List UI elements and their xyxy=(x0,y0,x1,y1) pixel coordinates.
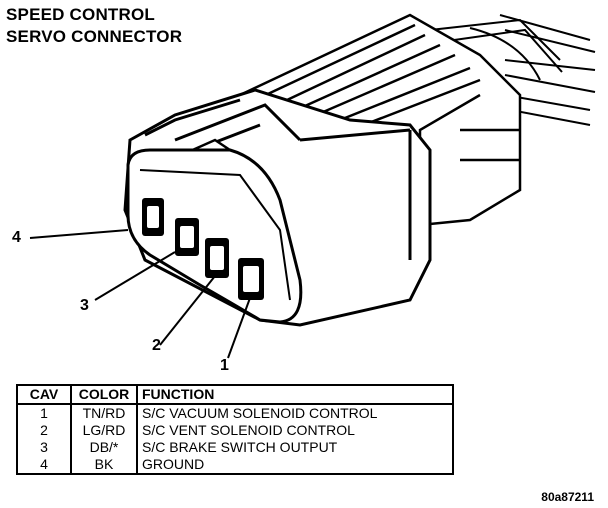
header-cav: CAV xyxy=(17,385,72,405)
figure-id: 80a87211 xyxy=(541,490,594,504)
leader-4 xyxy=(29,229,129,239)
cell-function: GROUND xyxy=(142,456,205,472)
diagram-title: SPEED CONTROL SERVO CONNECTOR xyxy=(6,4,182,48)
leader-1 xyxy=(227,297,251,359)
cell-color: LG/RD xyxy=(71,422,138,439)
cavity-4 xyxy=(142,198,164,236)
cell-function: S/C VENT SOLENOID CONTROL xyxy=(142,422,355,438)
wire-bundle xyxy=(429,14,596,126)
cell-cav: 3 xyxy=(17,439,72,456)
callout-4: 4 xyxy=(12,229,21,246)
header-function: FUNCTION xyxy=(137,385,453,405)
leader-2 xyxy=(159,275,216,346)
cell-color: TN/RD xyxy=(71,404,138,422)
table-row: 1 TN/RD S/C VACUUM SOLENOID CONTROL xyxy=(17,404,453,422)
table-row: 3 DB/* S/C BRAKE SWITCH OUTPUT xyxy=(17,439,453,456)
connector-illustration xyxy=(29,13,596,359)
header-color: COLOR xyxy=(71,385,138,405)
cell-function: S/C VACUUM SOLENOID CONTROL xyxy=(142,405,378,421)
table-row: 2 LG/RD S/C VENT SOLENOID CONTROL xyxy=(17,422,453,439)
pinout-table: CAV COLOR FUNCTION 1 TN/RD S/C VACUUM SO… xyxy=(16,384,454,475)
table-row: 4 BK GROUND xyxy=(17,456,453,474)
callout-3: 3 xyxy=(80,297,89,314)
cell-color: DB/* xyxy=(71,439,138,456)
cell-cav: 1 xyxy=(17,404,72,422)
cell-cav: 2 xyxy=(17,422,72,439)
table-header-row: CAV COLOR FUNCTION xyxy=(17,385,453,405)
cavity-3 xyxy=(175,218,199,256)
callout-leaders xyxy=(29,229,251,359)
cell-function: S/C BRAKE SWITCH OUTPUT xyxy=(142,439,338,455)
cavity-1 xyxy=(238,258,264,300)
title-line-1: SPEED CONTROL xyxy=(6,5,156,24)
title-line-2: SERVO CONNECTOR xyxy=(6,27,183,46)
callout-1: 1 xyxy=(220,357,229,374)
cell-cav: 4 xyxy=(17,456,72,474)
callout-2: 2 xyxy=(152,337,161,354)
cell-color: BK xyxy=(71,456,138,474)
leader-3 xyxy=(94,251,176,301)
cavity-2 xyxy=(205,238,229,278)
